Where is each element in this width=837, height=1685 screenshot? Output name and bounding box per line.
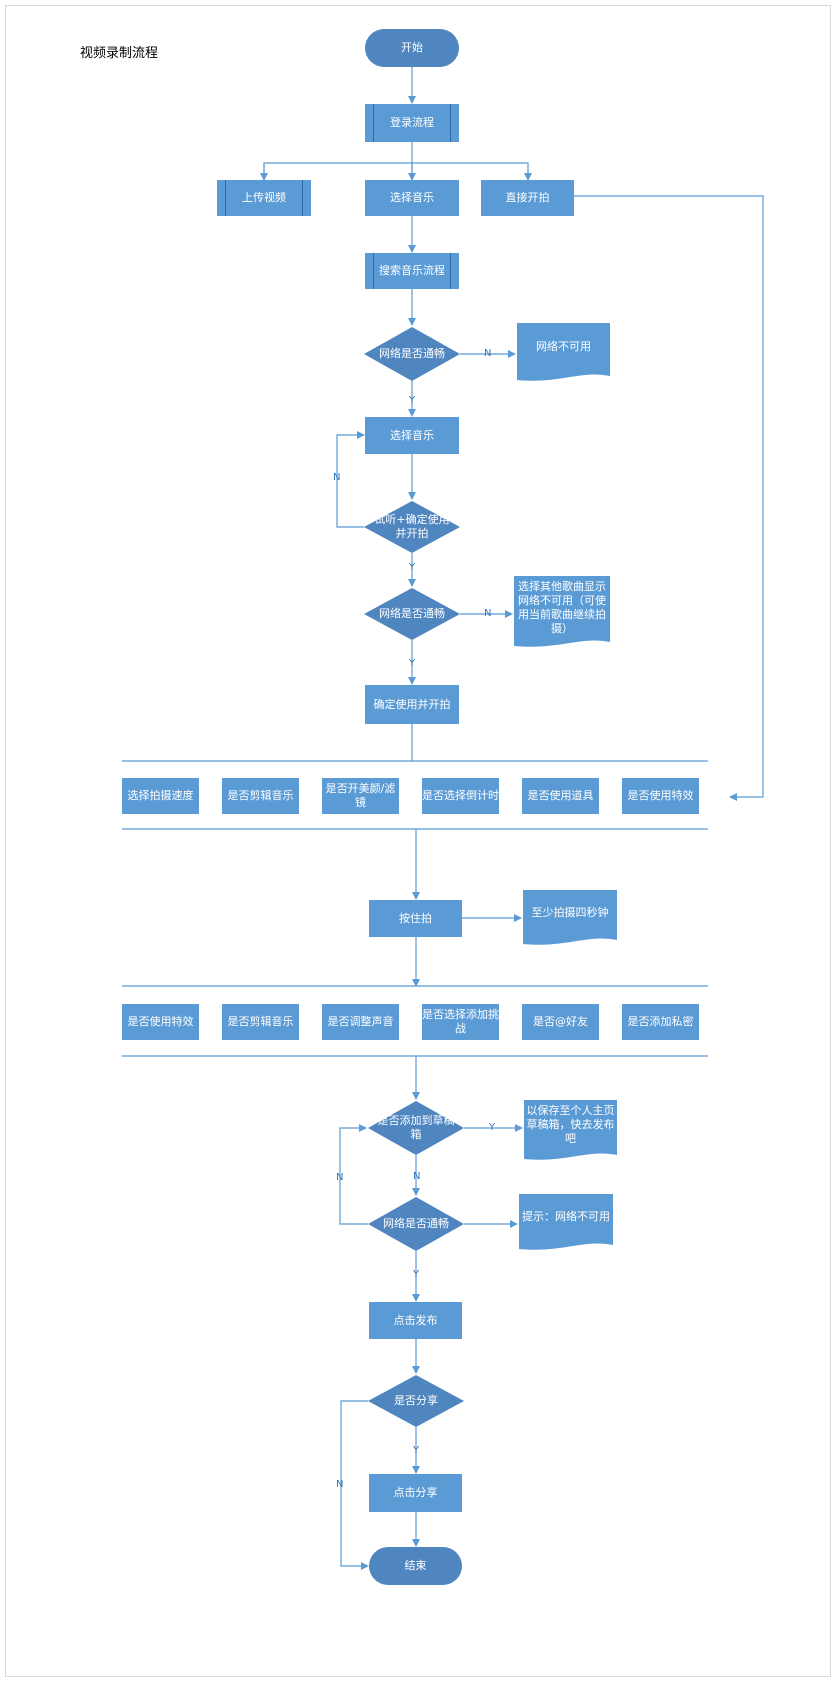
option2-add-challenge: 是否选择添加挑战 (422, 1004, 499, 1040)
option2-mention-friend: 是否@好友 (522, 1004, 599, 1040)
doc-net-unavailable (517, 323, 610, 381)
doc-min-four-sec-text: 至少拍摄四秒钟 (531, 906, 609, 919)
upload-video-process: 上传视频 (217, 180, 311, 216)
hold-shoot-process: 按住拍 (369, 900, 462, 937)
option2-edit-music: 是否剪辑音乐 (222, 1004, 299, 1040)
confirm-use-process: 确定使用并开拍 (365, 685, 459, 724)
section-separators (122, 760, 708, 1057)
end-node: 结束 (369, 1547, 462, 1585)
select-music-process-2: 选择音乐 (365, 417, 459, 454)
select-music-process-1: 选择音乐 (365, 180, 459, 216)
edge-label-yes-2: Y (409, 562, 416, 573)
edge-label-no-6: N (336, 1479, 344, 1490)
edge-label-no-2: N (333, 472, 341, 483)
decision-net-check-3-text: 网络是否通畅 (383, 1217, 449, 1230)
doc-draft-saved-text: 以保存至个人主页草稿箱，快去发布吧 (526, 1104, 615, 1145)
diagram-title: 视频录制流程 (80, 46, 159, 61)
direct-shoot-process: 直接开拍 (481, 180, 574, 216)
option-edit-music: 是否剪辑音乐 (222, 778, 299, 814)
decision-listen-confirm-text: 试听+确定使用并开拍 (374, 513, 450, 540)
start-node: 开始 (365, 29, 459, 67)
decision-add-draft-text: 是否添加到草稿箱 (377, 1114, 455, 1141)
option2-effects: 是否使用特效 (122, 1004, 199, 1040)
decision-share (368, 1375, 464, 1427)
doc-other-song-notice (514, 576, 610, 647)
login-process: 登录流程 (365, 104, 459, 142)
decision-net-check-1-text: 网络是否通畅 (379, 347, 445, 360)
edge-label-yes-5: Y (413, 1269, 420, 1280)
decision-listen-confirm (364, 501, 460, 553)
decision-net-check-2 (364, 588, 460, 640)
option-beauty-filter: 是否开美颜/滤镜 (322, 778, 399, 814)
option-shoot-speed: 选择拍摄速度 (122, 778, 199, 814)
doc-min-four-sec (523, 890, 617, 945)
option-countdown: 是否选择倒计时 (422, 778, 499, 814)
decision-net-check-1 (364, 327, 460, 381)
decision-net-check-2-text: 网络是否通畅 (379, 607, 445, 620)
search-music-process: 搜索音乐流程 (365, 253, 459, 289)
doc-net-unavailable-text: 网络不可用 (536, 340, 591, 353)
option-props: 是否使用道具 (522, 778, 599, 814)
click-share-process: 点击分享 (369, 1474, 462, 1512)
decision-add-draft (368, 1101, 464, 1155)
doc-tip-net (519, 1194, 613, 1250)
decision-net-check-3 (368, 1197, 464, 1251)
doc-tip-net-text: 提示：网络不可用 (522, 1210, 610, 1223)
edge-label-no-4: N (413, 1171, 421, 1182)
connectors (260, 67, 764, 1570)
doc-draft-saved (524, 1100, 617, 1160)
doc-other-song-notice-text: 选择其他歌曲显示网络不可用（可使用当前歌曲继续拍摄） (518, 580, 606, 635)
edge-label-yes-6: Y (413, 1445, 420, 1456)
edge-label-no-5: N (336, 1172, 344, 1183)
decision-share-text: 是否分享 (394, 1394, 438, 1407)
publish-process: 点击发布 (369, 1302, 462, 1339)
edge-label-no-1: N (484, 348, 492, 359)
option-effects: 是否使用特效 (622, 778, 699, 814)
edge-label-yes-4: Y (489, 1122, 496, 1133)
edge-label-yes-1: Y (409, 395, 416, 406)
option2-private: 是否添加私密 (622, 1004, 699, 1040)
edge-label-yes-3: Y (409, 658, 416, 669)
edge-label-no-3: N (484, 608, 492, 619)
option2-adjust-sound: 是否调整声音 (322, 1004, 399, 1040)
diagram-frame (5, 5, 831, 1677)
